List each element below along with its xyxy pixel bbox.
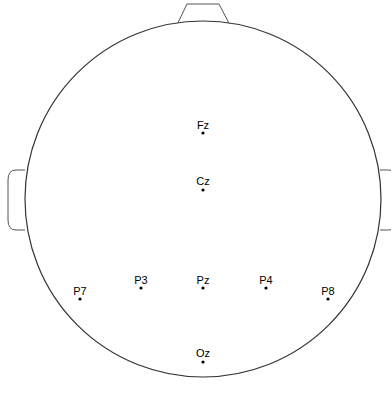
electrode-dot [201, 188, 204, 191]
electrode-label: P3 [134, 274, 147, 286]
electrode-dot [201, 360, 204, 363]
scalp-circle [25, 21, 381, 377]
ear-outline [8, 170, 25, 230]
electrode-dot [78, 297, 81, 300]
electrode-dot [264, 286, 267, 289]
electrode-dot [326, 297, 329, 300]
electrode-dot [139, 286, 142, 289]
electrode-label: P8 [321, 285, 334, 297]
electrode-label: Cz [196, 175, 209, 187]
ear-outline [380, 170, 391, 230]
electrode-label: P7 [73, 285, 86, 297]
electrode-label: Oz [196, 347, 210, 359]
electrode-label: P4 [259, 274, 272, 286]
electrode-dot [201, 286, 204, 289]
electrode-label: Fz [197, 119, 209, 131]
electrode-label: Pz [197, 274, 210, 286]
electrode-dot [201, 131, 204, 134]
